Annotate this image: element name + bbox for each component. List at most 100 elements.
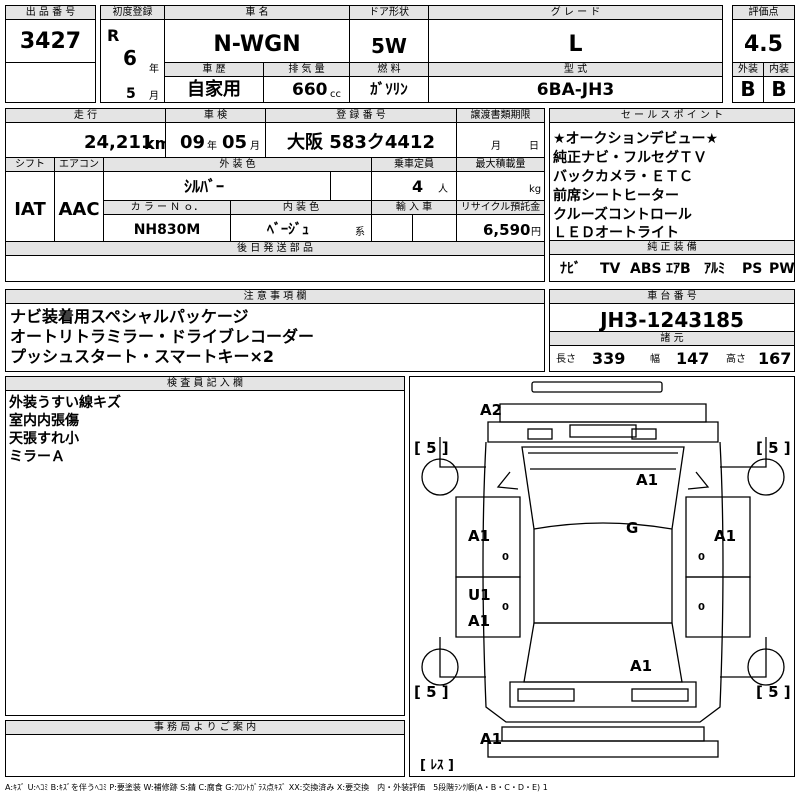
plate-value: 大阪 583ク4412	[287, 132, 435, 153]
mark-left-rear-zero: 0	[502, 602, 509, 613]
color-no-label: カ ラ ー Ｎ ｏ．	[104, 201, 230, 215]
later-parts-label: 後 日 発 送 部 品	[6, 242, 544, 256]
inspection-year: 09	[180, 132, 206, 153]
sales-points-panel: セ ー ル ス ポ イ ン ト ★オークションデビュー★ 純正ナビ・フルセグＴＶ…	[549, 108, 795, 241]
equipment-item: ｴｱB	[666, 261, 691, 277]
equipment-item: PW	[769, 261, 795, 277]
mark-trunk: A1	[630, 657, 653, 675]
legend: A:ｷｽﾞ U:ﾍｺﾐ B:ｷｽﾞを伴うﾍｺﾐ P:要塗装 W:補修跡 S:錆 …	[5, 783, 548, 792]
mark-right-front: A1	[714, 527, 737, 545]
plate-cell: 登 録 番 号 大阪 583ク4412	[265, 108, 457, 158]
recycle-cell: リサイクル預託金 6,590 円	[456, 200, 545, 242]
height-label: 高さ	[726, 354, 746, 365]
shift-label: シフト	[6, 158, 54, 172]
reg-year: 6	[123, 46, 137, 70]
specs-label: 諸 元	[550, 331, 794, 346]
color-cell: 外 装 色 ｼﾙﾊﾞｰ	[103, 157, 372, 201]
car-outline	[421, 381, 785, 758]
type-label: 型 式	[429, 63, 722, 77]
equipment-item: TV	[600, 261, 621, 277]
inspector-line: 天張すれ小	[9, 431, 79, 447]
sales-point-line: ＬＥＤオートライト	[553, 225, 679, 241]
notes-line: ナビ装着用スペシャルパッケージ	[10, 307, 249, 326]
lot-label: 出 品 番 号	[6, 6, 95, 20]
fuel-value: ｶﾞｿﾘﾝ	[370, 80, 408, 98]
height-value: 167	[758, 349, 792, 368]
interior-color-label: 内 装 色	[231, 201, 371, 215]
notes-line: プッシュスタート・スマートキー×2	[10, 347, 275, 366]
interior-label: 内装	[764, 63, 794, 77]
transfer-month-unit: 月	[491, 141, 501, 152]
model-cell: 車 名 N-WGN	[164, 5, 350, 63]
interior-color-value: ﾍﾞｰｼﾞｭ	[267, 222, 309, 238]
mark-hood: A1	[636, 471, 659, 489]
mileage-label: 走 行	[6, 109, 165, 123]
tire-front-left: [ 5 ]	[414, 439, 449, 457]
plate-label: 登 録 番 号	[266, 109, 456, 123]
import-cell: 輸 入 車	[371, 200, 457, 242]
displacement-label: 排 気 量	[264, 63, 349, 77]
mark-rear: A1	[480, 730, 503, 748]
displacement-cell: 排 気 量 660 cc	[263, 62, 350, 103]
ac-cell: エアコン AAC	[54, 157, 104, 242]
import-label: 輸 入 車	[372, 201, 456, 215]
exterior-grade: B	[740, 77, 756, 101]
lot-blank	[5, 62, 96, 103]
sales-points-label: セ ー ル ス ポ イ ン ト	[550, 109, 794, 123]
model-name: N-WGN	[213, 32, 301, 57]
displacement-value: 660	[292, 80, 328, 100]
damage-diagram: [ 5 ] [ 5 ] [ 5 ] [ 5 ] A2 A1 G A1 A1 U1…	[409, 376, 795, 777]
inspection-month: 05	[222, 132, 248, 153]
exterior-grade-cell: 外装 B	[732, 62, 764, 103]
mark-right-front-zero: 0	[698, 552, 705, 563]
ac-value: AAC	[58, 199, 100, 220]
mark-left-rear-a: A1	[468, 612, 491, 630]
inspector-panel: 検 査 員 記 入 欄 外装うすい線キズ 室内内張傷 天張すれ小 ミラーＡ	[5, 376, 405, 716]
mileage-cell: 走 行 24,211 km	[5, 108, 171, 158]
color-label: 外 装 色	[104, 158, 371, 172]
first-reg-label: 初度登録	[101, 6, 164, 20]
inspection-cell: 車 検 09 年 05 月	[165, 108, 266, 158]
spare-tire: [ ﾚｽ ]	[420, 758, 454, 773]
history-value: 自家用	[187, 79, 241, 100]
equipment-item: ﾅﾋﾞ	[560, 261, 581, 277]
door-cell: ドア形状 5W	[349, 5, 429, 63]
door-value: 5W	[371, 34, 407, 58]
sales-point-line: ★オークションデビュー★	[553, 131, 719, 147]
sales-point-line: バックカメラ・ＥＴＣ	[553, 169, 693, 185]
ac-label: エアコン	[55, 158, 103, 172]
fuel-label: 燃 料	[350, 63, 428, 77]
length-label: 長さ	[556, 354, 576, 365]
exterior-label: 外装	[733, 63, 763, 77]
interior-color-cell: 内 装 色 ﾍﾞｰｼﾞｭ 系	[230, 200, 372, 242]
width-value: 147	[676, 349, 710, 368]
length-value: 339	[592, 349, 626, 368]
transfer-cell: 譲渡書類期限 月 日	[456, 108, 545, 158]
shift-cell: シフト IAT	[5, 157, 55, 242]
equipment-label: 純 正 装 備	[550, 241, 794, 255]
tire-rear-right: [ 5 ]	[756, 683, 791, 701]
equipment-item: ABS	[630, 261, 662, 277]
color-divider	[330, 171, 331, 201]
month-unit: 月	[149, 91, 159, 102]
notes-label: 注 意 事 項 欄	[6, 290, 544, 304]
lot-cell: 出 品 番 号 3427	[5, 5, 96, 63]
recycle-unit: 円	[531, 227, 541, 238]
year-unit: 年	[149, 64, 159, 75]
capacity-value: 4	[412, 177, 424, 196]
displacement-unit: cc	[330, 89, 341, 100]
office-panel: 事 務 局 よ り ご 案 内	[5, 720, 405, 777]
inspector-line: 外装うすい線キズ	[9, 395, 121, 411]
transfer-day-unit: 日	[529, 141, 539, 152]
capacity-label: 乗車定員	[372, 158, 456, 172]
interior-color-suffix: 系	[355, 227, 365, 238]
history-cell: 車 歴 自家用	[164, 62, 264, 103]
mark-left-rear-u: U1	[468, 586, 491, 604]
lot-number: 3427	[19, 29, 82, 54]
color-no-value: NH830M	[133, 222, 201, 238]
interior-grade-cell: 内装 B	[763, 62, 795, 103]
mileage-unit: km	[144, 134, 172, 153]
sales-point-line: 純正ナビ・フルセグＴＶ	[553, 150, 707, 166]
color-value: ｼﾙﾊﾞｰ	[184, 177, 225, 196]
import-divider	[412, 214, 413, 242]
